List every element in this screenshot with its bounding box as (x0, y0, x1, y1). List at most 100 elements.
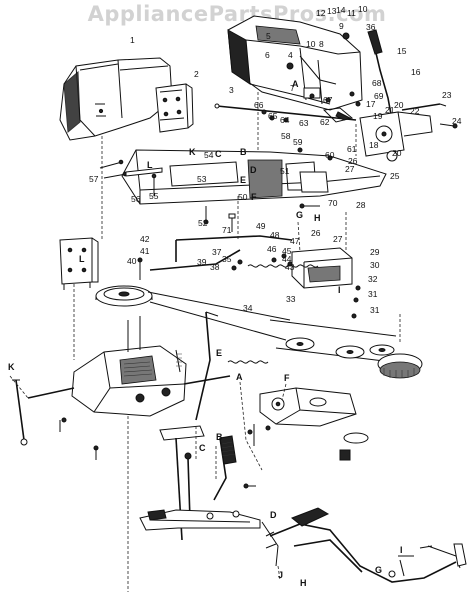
part-callout-7: 7 (290, 83, 295, 93)
part-callout-65: 65 (268, 111, 278, 121)
part-callout-13: 13 (327, 6, 337, 16)
leader-lines (9, 92, 401, 592)
part-callout-9: 9 (339, 21, 344, 31)
part-callout-71: 71 (222, 225, 232, 235)
part-callout-68: 68 (372, 78, 382, 88)
fasteners-52-71 (203, 206, 236, 232)
part-callout-31: 31 (370, 305, 380, 315)
part-callout-56: 56 (131, 194, 141, 204)
part-callout-11: 11 (347, 8, 356, 18)
part-callout-5: 5 (266, 31, 271, 41)
spring-e (227, 360, 269, 364)
part-callout-31: 31 (368, 289, 378, 299)
part-callout-46: 46 (267, 244, 277, 254)
part-callout-23: 23 (442, 90, 452, 100)
part-callout-28: 28 (356, 200, 366, 210)
part-callout-63: 63 (299, 118, 309, 128)
part-callout-2: 2 (194, 69, 199, 79)
reference-letter-j: J (278, 570, 283, 580)
part-callout-57: 57 (89, 174, 99, 184)
part-callout-62: 62 (320, 117, 330, 127)
reference-letter-g: G (375, 565, 382, 575)
linkage-rods (137, 235, 293, 280)
part-callout-32: 32 (368, 274, 378, 284)
small-fasteners (59, 91, 433, 549)
l-bracket (59, 237, 99, 290)
part-callout-40: 40 (127, 256, 137, 266)
fender-shroud (59, 57, 173, 141)
bracket-plate (155, 83, 194, 133)
upper-rod (214, 103, 357, 121)
part-callout-17: 17 (366, 99, 376, 109)
part-callout-29: 29 (370, 247, 380, 257)
part-callout-20: 20 (392, 148, 402, 158)
part-callout-39: 39 (197, 257, 207, 267)
reference-letter-d: D (250, 165, 257, 175)
link-rod-23 (401, 103, 458, 129)
part-callout-52: 52 (198, 218, 208, 228)
part-callout-37: 37 (212, 247, 222, 257)
reference-letter-c: C (215, 149, 222, 159)
part-callout-49: 49 (256, 221, 266, 231)
transaxle (27, 316, 231, 417)
part-callout-27: 27 (333, 234, 343, 244)
part-callout-61: 61 (347, 144, 357, 154)
part-callout-38: 38 (210, 262, 220, 272)
part-callout-27: 27 (345, 164, 355, 174)
part-callout-18: 18 (369, 140, 379, 150)
transmission-pulley (95, 285, 291, 341)
dash-panel (227, 15, 363, 123)
reference-letter-l: L (79, 254, 85, 264)
arm-k (12, 379, 28, 446)
reference-letter-f: F (284, 373, 290, 383)
part-callout-34: 34 (243, 303, 253, 313)
part-callout-16: 16 (411, 67, 421, 77)
part-callout-10: 10 (306, 39, 316, 49)
reference-letter-b: B (240, 147, 247, 157)
spring-43 (247, 264, 319, 268)
reference-letter-h: H (314, 213, 321, 223)
reference-letter-d: D (270, 510, 277, 520)
reference-letter-k: K (189, 147, 196, 157)
reference-letter-e: E (240, 175, 246, 185)
part-callout-35: 35 (222, 254, 232, 264)
control-arm-34 (175, 311, 219, 421)
brake-bracket-f (259, 387, 369, 461)
part-callout-51: 51 (280, 166, 290, 176)
part-callout-26: 26 (348, 156, 358, 166)
part-callout-20: 20 (394, 100, 404, 110)
part-callout-43: 43 (285, 262, 295, 272)
part-callout-47: 47 (290, 236, 300, 246)
part-callout-24: 24 (452, 116, 462, 126)
part-callout-66: 66 (254, 100, 264, 110)
part-callout-67: 67 (323, 95, 333, 105)
reference-letter-k: K (8, 362, 15, 372)
part-callout-64: 64 (280, 115, 290, 125)
part-callout-55: 55 (149, 191, 159, 201)
drive-belt (269, 319, 423, 379)
reference-letter-l: L (147, 160, 153, 170)
part-callout-3: 3 (229, 85, 234, 95)
part-callout-8: 8 (319, 39, 324, 49)
part-callout-6: 6 (265, 50, 270, 60)
part-callout-42: 42 (140, 234, 150, 244)
part-callout-30: 30 (370, 260, 380, 270)
part-callout-12: 12 (316, 8, 326, 18)
lift-arm-h (269, 507, 467, 583)
part-callout-45: 45 (282, 246, 292, 256)
part-callout-21: 21 (385, 105, 395, 115)
bar-56 (125, 167, 163, 177)
pin-55 (151, 173, 157, 196)
part-callout-44: 44 (282, 254, 292, 264)
reference-letter-b: B (216, 432, 223, 442)
part-callout-58: 58 (281, 131, 291, 141)
floor-plate (121, 147, 387, 205)
part-callout-41: 41 (140, 246, 150, 256)
part-callout-59: 59 (293, 137, 303, 147)
part-callout-53: 53 (197, 174, 207, 184)
part-callout-26: 26 (311, 228, 321, 238)
part-callout-33: 33 (286, 294, 296, 304)
